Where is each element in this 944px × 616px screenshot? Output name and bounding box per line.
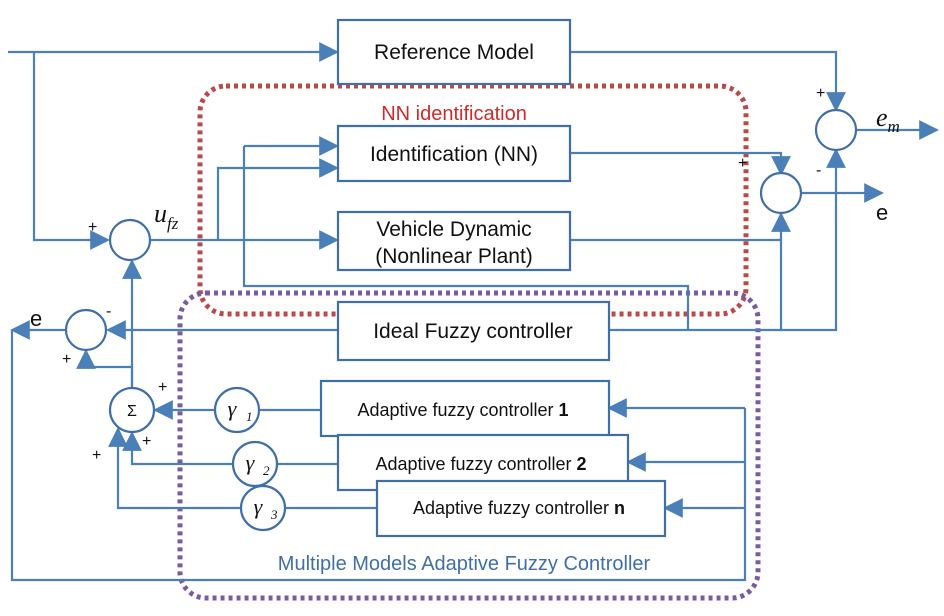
wire-feedback-bus — [10, 330, 747, 582]
adaptive-controller-1-label: Adaptive fuzzy controller 1 — [357, 400, 568, 420]
multiple-models-title: Multiple Models Adaptive Fuzzy Controlle… — [278, 553, 651, 575]
wire-reference-to-em-summer — [570, 50, 846, 112]
identification-nn-label: Identification (NN) — [370, 143, 538, 166]
vehicle-dynamic-label-1: Vehicle Dynamic — [376, 218, 531, 241]
gamma-2-subscript: 2 — [263, 463, 270, 478]
wire-feedback-loop — [242, 146, 690, 330]
adaptive-controller-2-label: Adaptive fuzzy controller 2 — [375, 454, 586, 474]
e-left-label: e — [30, 306, 42, 331]
vehicle-dynamic-block — [336, 210, 572, 272]
gamma-2-circle — [231, 440, 279, 488]
wire-gamma2-to-sigma — [122, 431, 232, 466]
sigma-plus-1: + — [158, 379, 167, 396]
wire-gamma3-to-sigma — [108, 427, 240, 510]
ufz-plus-sign: + — [88, 219, 97, 236]
adaptive-controller-n-label: Adaptive fuzzy controller n — [413, 498, 625, 518]
sigma-summing-junction — [108, 386, 156, 434]
gamma-3-circle — [239, 484, 287, 532]
adaptive-controller-n-block — [375, 479, 667, 538]
gamma-1-symbol: γ — [228, 396, 238, 421]
ufz-summing-junction — [108, 218, 152, 262]
vehicle-dynamic-label-2: (Nonlinear Plant) — [375, 245, 533, 268]
em-minus-sign: - — [816, 162, 821, 179]
gamma-2-symbol: γ — [246, 450, 256, 475]
adaptive-controller-1-block — [319, 379, 611, 438]
wire-plant-to-e-summer — [570, 212, 791, 242]
ufz-label: ufz — [154, 199, 179, 233]
wire-ufz-to-nn — [216, 158, 339, 240]
gamma-1-subscript: 1 — [246, 409, 253, 424]
em-plus-sign: + — [816, 85, 825, 102]
gamma-3-subscript: 3 — [270, 507, 278, 522]
left-minus-sign: - — [106, 303, 111, 320]
left-plus-sign: + — [62, 351, 71, 368]
ideal-fuzzy-block — [336, 300, 611, 362]
sigma-plus-3: + — [92, 447, 101, 464]
gamma-1-circle — [213, 386, 261, 434]
reference-model-block — [336, 18, 572, 86]
gamma-3-symbol: γ — [254, 494, 264, 519]
left-summing-junction — [64, 308, 108, 352]
multiple-models-region — [177, 290, 761, 601]
ideal-fuzzy-label: Ideal Fuzzy controller — [373, 320, 573, 343]
e-right-label: e — [876, 200, 888, 225]
wire-sigma-to-left-summer — [76, 349, 134, 390]
nn-identification-title: NN identification — [381, 103, 527, 125]
sigma-plus-2: + — [142, 433, 151, 450]
e-plus-sign: + — [738, 155, 747, 172]
identification-nn-block — [336, 124, 572, 183]
wire-input-to-summer — [32, 52, 110, 250]
em-summing-junction — [814, 108, 858, 152]
e-summing-junction — [759, 171, 803, 215]
wire-plant-to-em-summer — [609, 148, 846, 332]
sigma-symbol: Σ — [127, 403, 137, 420]
em-label: em — [876, 103, 900, 136]
wire-nn-to-e-summer — [570, 151, 791, 176]
reference-model-label: Reference Model — [374, 41, 534, 64]
